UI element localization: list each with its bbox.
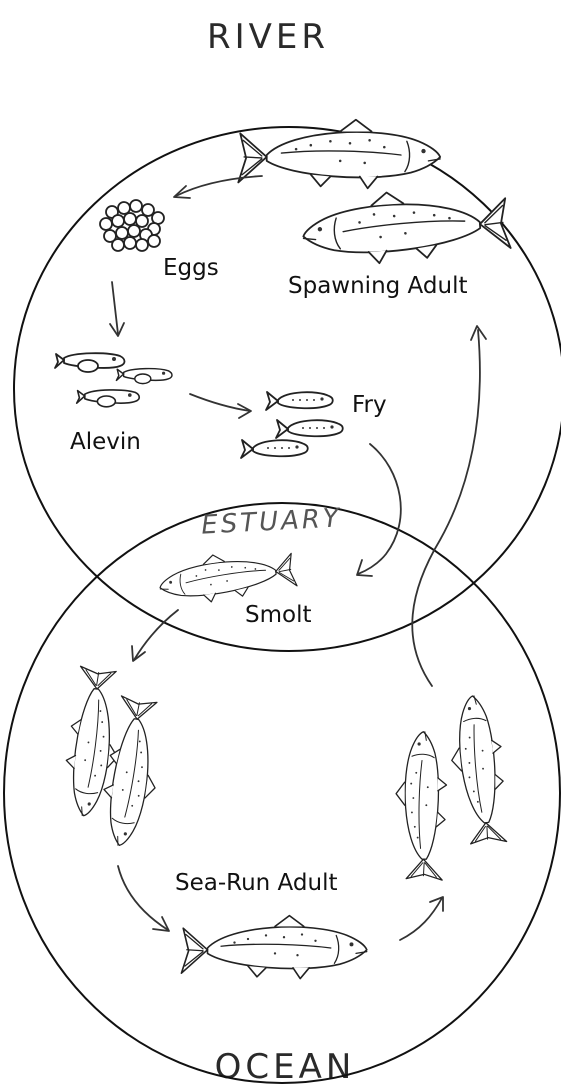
stage-label-alevin: Alevin <box>70 429 141 455</box>
smolt-fish <box>157 544 298 609</box>
spawning-adult-fish-2 <box>301 184 511 268</box>
stage-label-fry: Fry <box>352 392 387 418</box>
spawning-adult-fish-1 <box>238 120 440 189</box>
fry-fish-2 <box>276 420 343 438</box>
arrow-fry-to-smolt <box>357 444 401 576</box>
sea-run-adult-fish-5 <box>181 916 366 979</box>
region-label-river: RIVER <box>207 17 329 57</box>
eggs-icon <box>100 200 164 251</box>
arrow-alevin-to-fry <box>190 394 251 418</box>
sea-run-adult-fish-4 <box>445 694 511 847</box>
fry-fish-3 <box>241 440 308 458</box>
region-label-ocean: OCEAN <box>215 1047 356 1087</box>
region-label-estuary: ESTUARY <box>201 503 343 540</box>
arrow-spawning-to-eggs <box>174 176 262 198</box>
arrow-sea-run-left-to-bottom <box>118 866 169 931</box>
stage-label-spawning-adult: Spawning Adult <box>288 273 467 299</box>
alevin-fish-1 <box>55 353 125 372</box>
sea-run-adult-fish-3 <box>396 732 446 880</box>
alevin-fish-3 <box>77 390 140 407</box>
stage-label-eggs: Eggs <box>163 255 219 281</box>
stage-label-sea-run-adult: Sea-Run Adult <box>175 870 337 896</box>
fry-fish-1 <box>266 392 333 410</box>
arrow-sea-run-to-spawning <box>412 326 486 686</box>
arrow-eggs-to-alevin <box>110 282 124 336</box>
stage-label-smolt: Smolt <box>245 602 311 628</box>
alevin-fish-2 <box>116 369 172 384</box>
arrow-sea-run-bottom-to-right <box>400 897 443 940</box>
